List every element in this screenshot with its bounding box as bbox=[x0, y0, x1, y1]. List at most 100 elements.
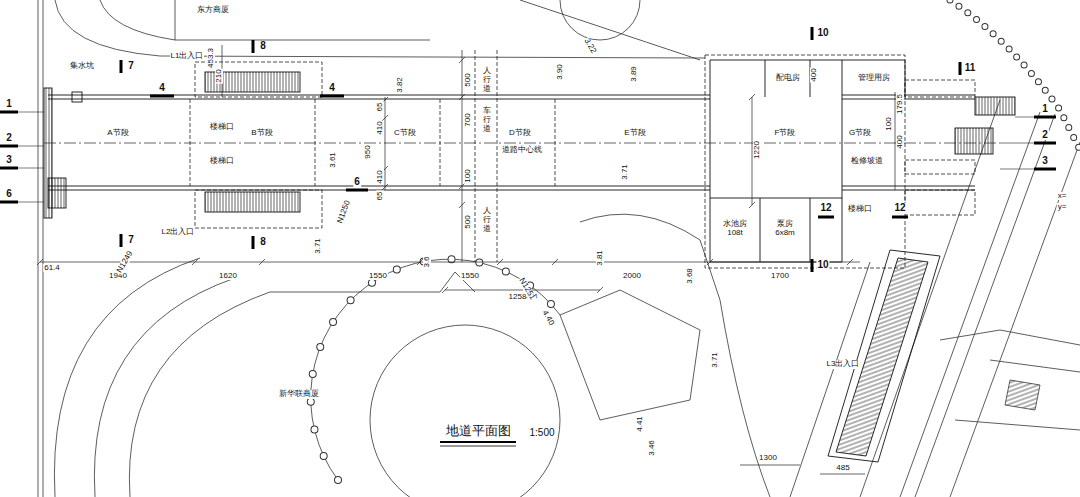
room-name: A节段 bbox=[106, 129, 129, 138]
segment-box: G节段 bbox=[830, 126, 890, 140]
dashed-outlines-part bbox=[190, 99, 555, 186]
section-mark: 2 bbox=[1041, 130, 1049, 140]
dimension-text: 2000 bbox=[622, 272, 642, 280]
title-underline bbox=[440, 442, 516, 446]
sump-box: 集水坑 bbox=[64, 60, 100, 73]
dimension-text: 1300 bbox=[758, 454, 778, 462]
room-name: 泵房 bbox=[776, 220, 794, 229]
coordinate-text: y= bbox=[1057, 203, 1068, 211]
section-mark: 4 bbox=[328, 83, 336, 93]
dimension-text: 500 bbox=[464, 72, 472, 87]
coordinate-point: N1250 bbox=[336, 199, 352, 226]
section-mark: 7 bbox=[127, 61, 135, 71]
room-name: G节段 bbox=[848, 129, 872, 138]
coordinate-text: x= bbox=[1057, 192, 1068, 200]
dimension-text: 1550 bbox=[460, 272, 480, 280]
room-name: 管理用房 bbox=[857, 74, 891, 83]
dimension-text: 485 bbox=[835, 464, 850, 472]
room-box: 泵房6x8m bbox=[762, 212, 808, 246]
stair-label-box: 楼梯口 bbox=[203, 121, 241, 134]
elevation-text: 3.68 bbox=[686, 267, 694, 285]
road-lines-part bbox=[38, 0, 43, 497]
dimension-text: 1550 bbox=[368, 272, 388, 280]
section-mark: 10 bbox=[816, 260, 829, 270]
tree-row-part bbox=[950, 0, 1080, 150]
section-leaders bbox=[18, 112, 1034, 202]
elevation-text: 3.90 bbox=[556, 63, 564, 81]
road-lines-part bbox=[54, 258, 200, 497]
title-underline-part bbox=[440, 446, 516, 447]
segment-box: D节段 bbox=[490, 126, 550, 140]
room-name: C节段 bbox=[393, 129, 417, 138]
road-lines-part bbox=[129, 272, 475, 497]
section-mark: 8 bbox=[259, 41, 267, 51]
dimension-lines-part bbox=[37, 259, 853, 265]
road-lines-part bbox=[950, 142, 1080, 497]
dimension-text: 950 bbox=[364, 144, 372, 159]
road-lines-part bbox=[370, 325, 560, 497]
dimension-text: 179.5 bbox=[896, 93, 904, 115]
segment-box: B节段 bbox=[232, 126, 292, 140]
dimension-text: 453.3 bbox=[207, 47, 215, 69]
dimension-text: 400 bbox=[810, 67, 818, 82]
section-mark: 4 bbox=[158, 83, 166, 93]
tunnel-walls-part bbox=[205, 192, 300, 212]
segment-box: E节段 bbox=[605, 126, 665, 140]
section-marks-part bbox=[1034, 117, 1056, 169]
elevation-text: 4.40 bbox=[540, 308, 556, 327]
section-mark: 10 bbox=[816, 28, 829, 38]
dimension-text: 1700 bbox=[770, 272, 790, 280]
road-lines-part bbox=[900, 112, 1040, 497]
road-lines-part bbox=[175, 0, 430, 40]
section-leaders-part bbox=[18, 112, 1034, 202]
section-mark: 8 bbox=[259, 237, 267, 247]
tree-row bbox=[311, 0, 1080, 480]
dimension-text: 1220 bbox=[753, 140, 761, 160]
dashed-outlines bbox=[190, 50, 975, 268]
road-text: 车行道 bbox=[482, 107, 492, 133]
segment-box: A节段 bbox=[88, 126, 148, 140]
room-name: 6x8m bbox=[774, 229, 796, 238]
dimension-text: 1620 bbox=[218, 272, 238, 280]
section-mark: 3 bbox=[5, 155, 13, 165]
elevation-text: 3.46 bbox=[648, 439, 656, 457]
road-lines-part bbox=[311, 259, 560, 480]
dashed-outlines-part bbox=[705, 55, 905, 268]
elevation-text: 3.61 bbox=[329, 151, 337, 169]
road-lines-part bbox=[915, 114, 1055, 497]
room-name: L3出入口 bbox=[826, 360, 861, 369]
dimension-text: 61.4 bbox=[43, 264, 61, 272]
room-box: 水池房108t bbox=[712, 212, 758, 246]
room-box: 管理用房 bbox=[843, 71, 904, 85]
elevation-text: 3.81 bbox=[596, 249, 604, 267]
dimension-lines-part bbox=[740, 465, 865, 474]
scale-text: 1:500 bbox=[528, 428, 555, 438]
road-lines bbox=[38, 0, 1080, 497]
elevation-text: 3.82 bbox=[396, 76, 404, 94]
road-text: 道路中心线 bbox=[501, 146, 543, 154]
segment-box: C节段 bbox=[375, 126, 435, 140]
building-box: 东方商厦 bbox=[190, 4, 236, 17]
section-mark: 2 bbox=[5, 133, 13, 143]
road-lines-part bbox=[1005, 380, 1040, 410]
section-mark: 12 bbox=[819, 203, 832, 213]
elevation-text: 3.71 bbox=[711, 351, 719, 369]
tunnel-walls-part bbox=[710, 60, 842, 262]
road-lines-part bbox=[580, 214, 770, 497]
dimension-text: 500 bbox=[464, 214, 472, 229]
dashed-outlines-part bbox=[475, 50, 497, 262]
centerline bbox=[44, 143, 1000, 144]
entrance-box: L3出入口 bbox=[820, 358, 866, 371]
road-text: 人行道 bbox=[482, 207, 492, 233]
dimension-text: 700 bbox=[464, 112, 472, 127]
room-name: 水池房 bbox=[722, 220, 748, 229]
dimension-text: 100 bbox=[464, 168, 472, 183]
road-lines-part bbox=[94, 278, 235, 497]
dashed-outlines-part bbox=[905, 80, 975, 97]
tunnel-walls-part bbox=[975, 97, 1015, 115]
elevation-text: 3.71 bbox=[621, 163, 629, 181]
section-marks-part bbox=[812, 27, 960, 272]
section-mark: 7 bbox=[127, 235, 135, 245]
